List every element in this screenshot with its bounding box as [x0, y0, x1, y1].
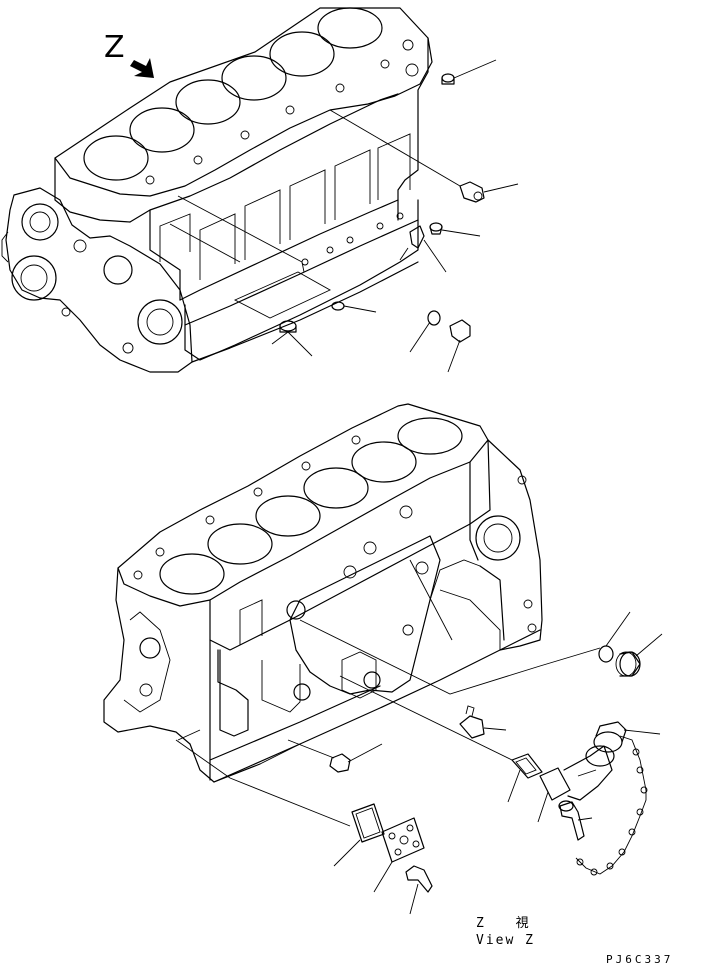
- bolt-part: [449, 319, 471, 343]
- bolt-part: [429, 222, 443, 235]
- view-arrow: [130, 58, 154, 78]
- elbow-fitting-part: [459, 705, 485, 739]
- plug-part: [615, 651, 641, 677]
- top-block-parts: [279, 73, 485, 343]
- bolt-part: [329, 753, 351, 773]
- cylinder-block-bottom: [103, 403, 543, 783]
- washer-part: [427, 310, 441, 326]
- nozzle-part: [409, 225, 425, 249]
- sensor-part: [459, 181, 485, 203]
- view-caption-japanese: Z 視: [476, 916, 541, 931]
- plug-part: [441, 73, 455, 85]
- cylinder-block-top: [1, 7, 433, 373]
- plug-part: [331, 301, 345, 311]
- bolt-part: [558, 800, 585, 841]
- gasket-part: [511, 753, 543, 779]
- bottom-block-parts: [329, 645, 648, 893]
- leader-lines-top: [169, 59, 519, 373]
- plug-part: [598, 645, 614, 663]
- gasket-part: [351, 803, 385, 843]
- leader-lines-bottom: [175, 559, 663, 915]
- drawing-code-label: PJ6C337: [606, 953, 674, 966]
- cover-plate-part: [381, 817, 425, 863]
- water-pipe-part: [539, 745, 615, 801]
- view-letter-label: Z: [104, 30, 125, 65]
- bolt-part: [405, 865, 433, 893]
- view-caption-english: View Z: [476, 933, 535, 948]
- filler-cap-part: [575, 721, 648, 876]
